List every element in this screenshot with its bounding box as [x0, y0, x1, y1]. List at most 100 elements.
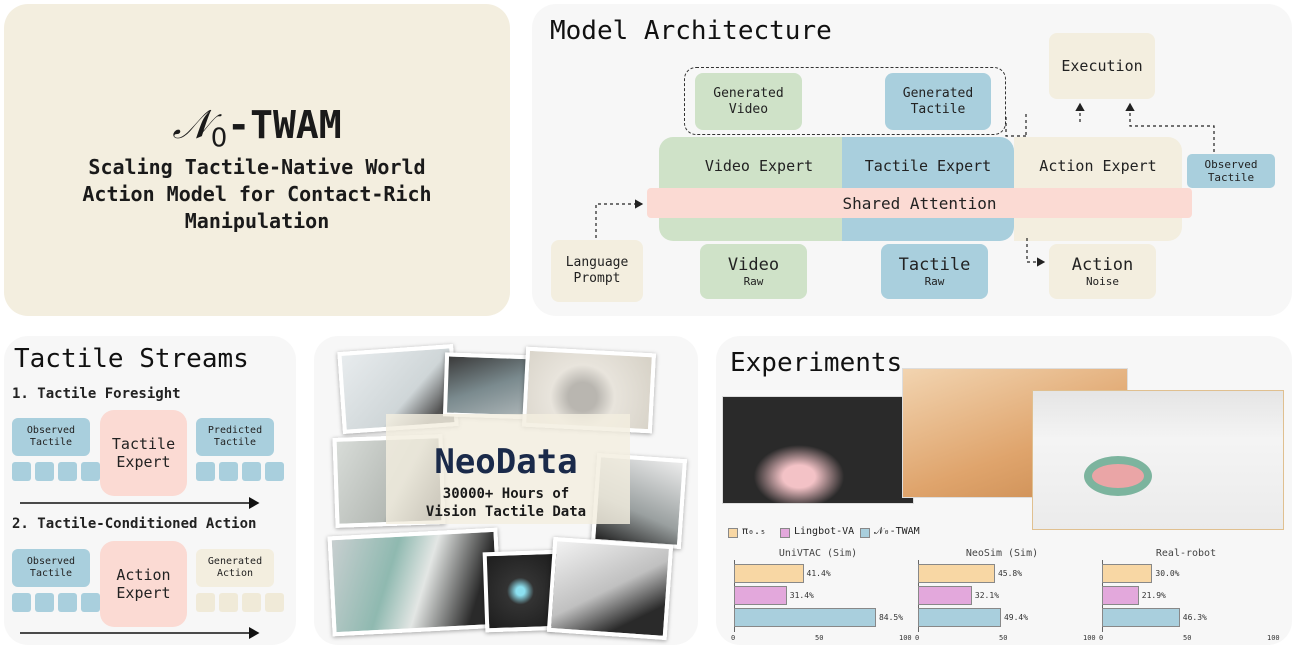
observed-tactile-2: Observed Tactile — [12, 549, 90, 587]
observed-frame-1b — [35, 462, 54, 481]
predicted-frame-d — [265, 462, 284, 481]
observed-tactile-1: Observed Tactile — [12, 418, 90, 456]
neodata-title: NeoData — [434, 442, 578, 482]
bar-1-2 — [918, 608, 1001, 627]
observed-frame-1a — [12, 462, 31, 481]
predicted-tactile-box: Predicted Tactile — [196, 418, 274, 456]
action-sub-label: Noise — [1085, 275, 1120, 288]
action-frame-d — [265, 593, 284, 612]
bar-charts: UniVTAC (Sim) 41.4% 31.4% 84.5% 0 50 100 NeoSim… — [716, 546, 1292, 645]
action-frame-b — [219, 593, 238, 612]
tick-0-2: 100 — [899, 634, 912, 642]
experiments-panel: Experiments π₀.₅ Lingbot-VA 𝒩₀-TWAM UniV… — [716, 336, 1292, 645]
photo-6 — [327, 527, 503, 637]
legend-label-twam: 𝒩₀-TWAM — [874, 526, 920, 537]
neodata-panel: NeoData 30000+ Hours of Vision Tactile D… — [314, 336, 698, 645]
tick-0-0: 0 — [731, 634, 736, 642]
observed-frame-1c — [58, 462, 77, 481]
bar-0-0 — [734, 564, 804, 583]
shared-attention-bar: Shared Attention — [647, 188, 1192, 218]
chart-title-1: NeoSim (Sim) — [965, 548, 1039, 559]
generated-group-frame — [684, 67, 1006, 135]
video-sub-label: Raw — [743, 275, 764, 288]
action-frame-c — [242, 593, 261, 612]
action-expert-2: Action Expert — [100, 541, 187, 627]
action-noise-box: Action Noise — [1049, 244, 1156, 299]
legend: π₀.₅ Lingbot-VA 𝒩₀-TWAM — [728, 526, 1008, 540]
language-prompt-box: Language Prompt — [551, 240, 643, 302]
tick-0-1: 50 — [815, 634, 824, 642]
bar-label-0-1: 31.4% — [789, 591, 814, 600]
generated-action-box: Generated Action — [196, 549, 274, 587]
bar-label-1-1: 32.1% — [974, 591, 1000, 600]
bar-label-2-0: 30.0% — [1155, 569, 1180, 578]
step1-label: 1. Tactile Foresight — [12, 386, 181, 402]
tick-2-2: 100 — [1267, 634, 1280, 642]
chart-title-2: Real-robot — [1155, 548, 1217, 559]
architecture-arrows — [595, 102, 1215, 267]
prompt-to-attention-arrow — [595, 199, 644, 238]
bar-label-1-0: 45.8% — [997, 569, 1023, 578]
predicted-frame-a — [196, 462, 215, 481]
tick-1-1: 50 — [999, 634, 1008, 642]
bar-2-2 — [1102, 608, 1180, 627]
video-raw-box: Video Raw — [700, 244, 807, 299]
tactile-raw-box: Tactile Raw — [881, 244, 988, 299]
observed-frame-2d — [81, 593, 100, 612]
observed-frame-1d — [81, 462, 100, 481]
predicted-frame-c — [242, 462, 261, 481]
experiment-photo-1 — [722, 396, 914, 504]
chart-title-0: UniVTAC (Sim) — [778, 548, 858, 559]
photo-8 — [546, 536, 674, 641]
streams-title: Tactile Streams — [14, 344, 249, 374]
bar-1-0 — [918, 564, 995, 583]
bar-2-1 — [1102, 586, 1139, 605]
neodata-overlay — [386, 414, 630, 524]
bar-label-2-1: 21.9% — [1141, 591, 1166, 600]
action-label: Action — [1071, 255, 1134, 275]
experiment-photo-3 — [1032, 390, 1284, 530]
bar-0-2 — [734, 608, 876, 627]
bar-label-0-2: 84.5% — [878, 613, 904, 622]
observed-frame-2c — [58, 593, 77, 612]
legend-label-pi05: π₀.₅ — [742, 526, 767, 537]
calligraphic-n-symbol: 𝒩 — [172, 102, 211, 148]
tactile-streams-panel: Tactile Streams 1. Tactile Foresight Obs… — [4, 336, 296, 645]
observed-tactile-to-execution-arrow — [1125, 102, 1215, 152]
video-label: Video — [727, 255, 780, 275]
neodata-line1: 30000+ Hours of — [442, 486, 570, 502]
architecture-title: Model Architecture — [550, 16, 832, 46]
paper-subtitle: Scaling Tactile-Native World Action Mode… — [82, 155, 432, 233]
bar-1-1 — [918, 586, 972, 605]
tick-2-1: 50 — [1183, 634, 1192, 642]
observed-frame-2b — [35, 593, 54, 612]
tactile-sub-label: Raw — [924, 275, 945, 288]
predicted-frame-b — [219, 462, 238, 481]
bar-label-0-0: 41.4% — [806, 569, 831, 578]
paper-title: 𝒩0-TWAM — [4, 102, 510, 154]
legend-swatch-pi05 — [728, 528, 738, 538]
action-frame-a — [196, 593, 215, 612]
subscript-zero: 0 — [210, 123, 228, 154]
legend-swatch-lingbot — [780, 528, 790, 538]
bar-label-2-2: 46.3% — [1182, 613, 1207, 622]
legend-swatch-twam — [860, 528, 870, 538]
attention-to-action-noise-arrow — [1026, 238, 1046, 267]
title-name: -TWAM — [227, 103, 342, 147]
observed-frame-2a — [12, 593, 31, 612]
bar-2-0 — [1102, 564, 1153, 583]
tick-1-0: 0 — [915, 634, 920, 642]
bar-label-1-2: 49.4% — [1003, 613, 1029, 622]
experiments-title: Experiments — [730, 348, 903, 378]
stream-arrows — [20, 497, 260, 639]
title-panel: 𝒩0-TWAM Scaling Tactile-Native World Act… — [4, 4, 510, 316]
tick-1-2: 100 — [1083, 634, 1096, 642]
tactile-expert-to-generated-arrow — [1005, 114, 1027, 137]
tick-2-0: 0 — [1099, 634, 1104, 642]
observed-tactile-box: Observed Tactile — [1187, 154, 1275, 188]
architecture-panel: Model Architecture Generated Video Gener… — [532, 4, 1292, 316]
bar-0-1 — [734, 586, 787, 605]
tactile-expert-1: Tactile Expert — [100, 410, 187, 496]
generated-video-box: Generated Video — [695, 73, 802, 130]
generated-tactile-box: Generated Tactile — [885, 73, 991, 130]
